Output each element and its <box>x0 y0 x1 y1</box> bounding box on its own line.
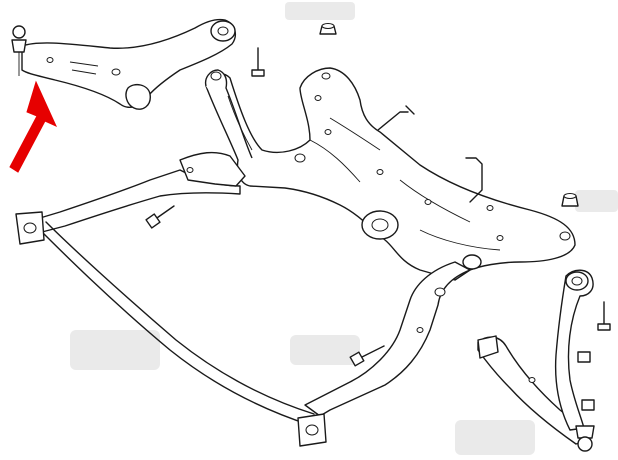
redacted-label <box>285 2 355 20</box>
callout-arrow <box>9 80 58 173</box>
red-arrow-icon <box>9 80 58 173</box>
nut-icon <box>319 23 337 35</box>
redacted-labels <box>70 2 618 455</box>
bolt-icon <box>145 205 175 229</box>
redacted-label <box>70 330 160 370</box>
sway-bar-link <box>377 105 483 203</box>
nut-icon <box>581 399 595 411</box>
stabilizer-bar <box>15 211 327 447</box>
nut-icon <box>577 351 591 363</box>
bushing-bracket <box>297 413 327 447</box>
bushing-bracket <box>15 211 45 245</box>
front-subframe <box>39 67 576 417</box>
left-lower-control-arm <box>11 18 237 110</box>
bolt-icon <box>251 47 265 77</box>
redacted-label <box>575 190 618 212</box>
redacted-label <box>455 420 535 455</box>
bolts <box>145 23 611 411</box>
nut-icon <box>561 193 579 207</box>
bolt-icon <box>597 301 611 331</box>
right-lower-control-arm <box>477 269 595 452</box>
redacted-label <box>290 335 360 365</box>
bolt-icon <box>349 345 385 367</box>
